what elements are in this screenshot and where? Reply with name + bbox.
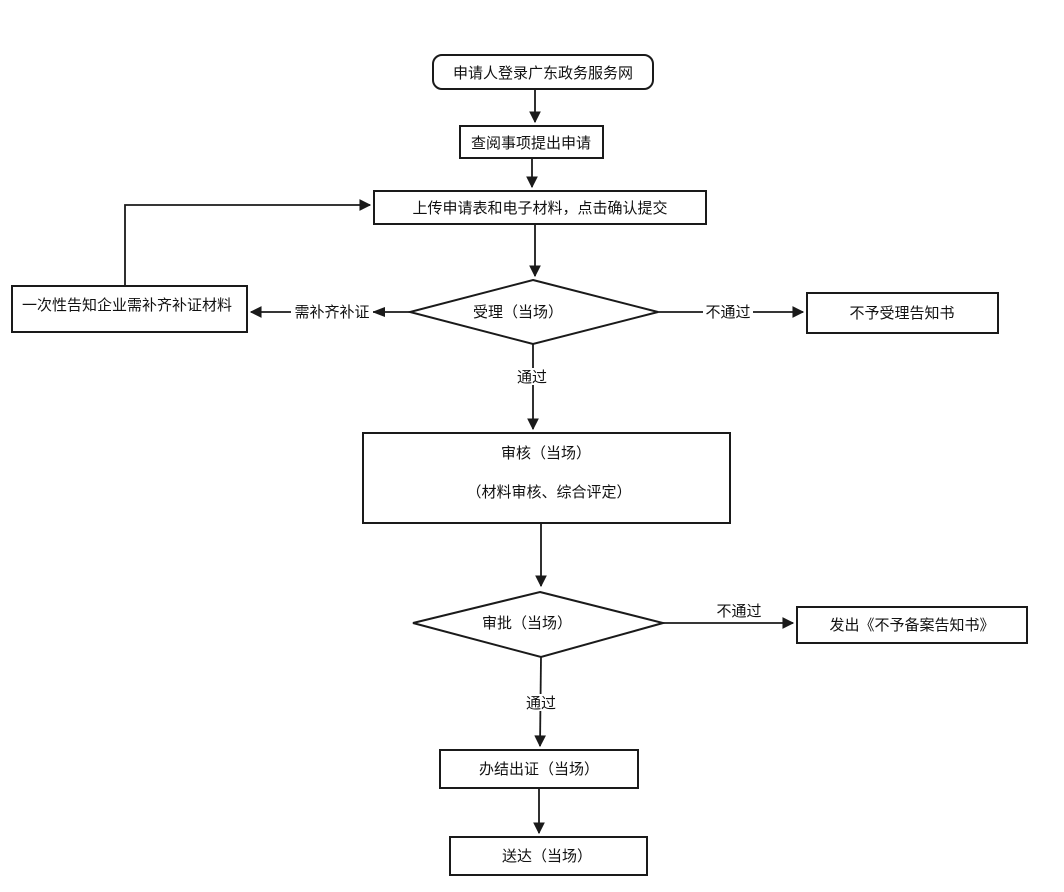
node-no-record-notice-label: 发出《不予备案告知书》 (829, 616, 994, 634)
node-accept-decision-label: 受理（当场） (473, 303, 563, 321)
node-upload-box (373, 190, 707, 225)
node-review-label: 查阅事项提出申请 (471, 134, 591, 152)
node-complete-label: 办结出证（当场） (479, 760, 599, 778)
label-bg-accept-pass (514, 368, 551, 385)
node-approval-decision-diamond (412, 590, 667, 659)
node-deliver-box (449, 836, 648, 876)
node-start-box (432, 54, 654, 90)
node-reject-notice-label: 不予受理告知书 (849, 304, 954, 322)
node-start-label: 申请人登录广东政务服务网 (453, 64, 633, 82)
node-supplement-notice-box (11, 285, 248, 333)
label-bg-need-supplement (291, 303, 373, 320)
node-accept-decision-diamond (406, 278, 659, 346)
node-audit-label-line2: （材料审核、综合评定） (466, 483, 631, 501)
edge-supplement-to-upload (124, 199, 372, 286)
node-complete-box (439, 749, 639, 789)
node-reject-notice-box (806, 292, 999, 334)
node-review-box (459, 125, 604, 159)
edge-accept-to-supplement-mid-arrowhead (372, 307, 385, 317)
node-audit-box (362, 432, 731, 524)
edge-label-accept-pass: 通过 (517, 368, 547, 386)
node-approval-decision-label: 审批（当场） (482, 614, 572, 632)
node-audit-label-line1: 审核（当场） (501, 444, 591, 462)
edge-label-accept-fail: 不通过 (705, 303, 750, 321)
label-bg-accept-fail (703, 303, 753, 320)
edge-label-need-supplement: 需补齐补证 (294, 303, 369, 321)
label-bg-approval-pass (523, 694, 560, 711)
node-upload-label: 上传申请表和电子材料，点击确认提交 (412, 199, 667, 217)
node-deliver-label: 送达（当场） (502, 847, 592, 865)
edge-label-approval-fail: 不通过 (716, 602, 761, 620)
node-no-record-notice-box (796, 606, 1028, 644)
edge-label-approval-pass: 通过 (526, 694, 556, 712)
node-supplement-notice-label: 一次性告知企业需补齐补证材料 (22, 296, 232, 314)
